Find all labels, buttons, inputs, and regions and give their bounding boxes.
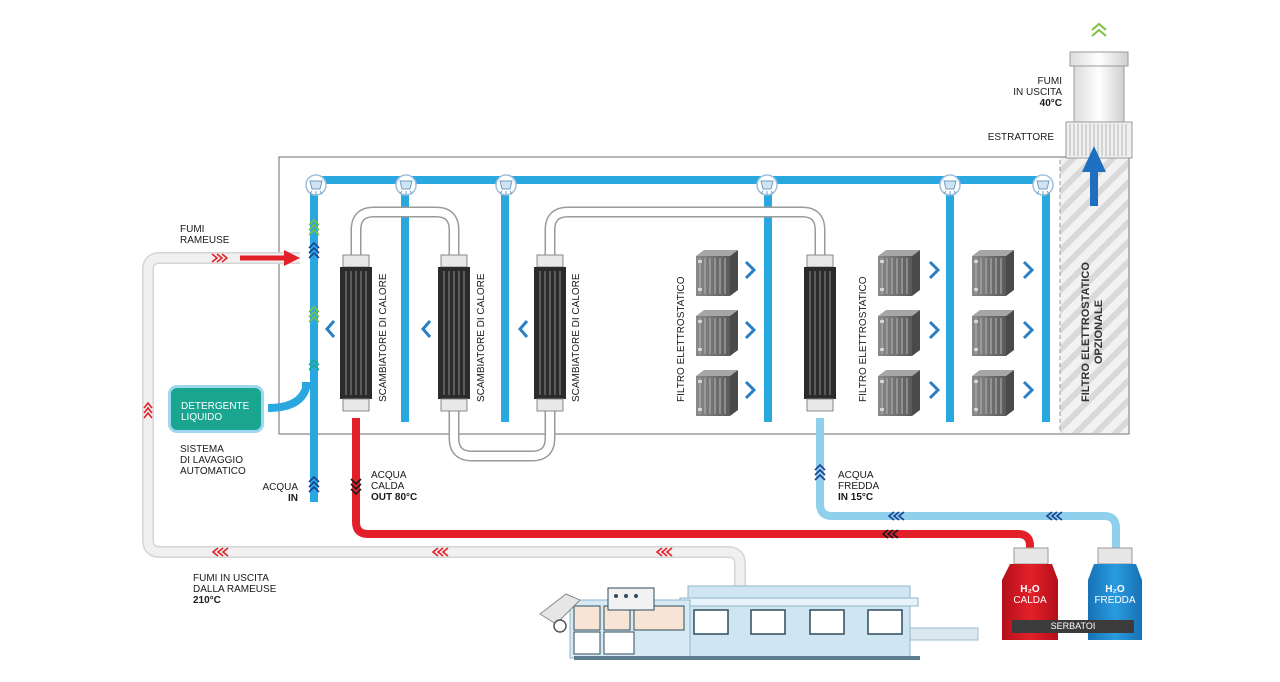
label-sistema-lavaggio: SISTEMA DI LAVAGGIO AUTOMATICO — [180, 444, 246, 477]
spray-nozzle-icon — [939, 174, 961, 196]
label-line-bold: 40°C — [1039, 98, 1062, 109]
label-line: FUMI — [1037, 76, 1062, 87]
label-fumi-uscita: FUMI IN USCITA 40°C — [1000, 76, 1062, 109]
label-line-bold: IN 15°C — [838, 492, 874, 503]
label-scambiatore-2: SCAMBIATORE DI CALORE — [476, 273, 487, 402]
label-line: LIQUIDO — [181, 412, 223, 423]
cold-water-pipe — [816, 418, 1120, 552]
formula-text: H₂O — [1105, 584, 1125, 595]
formula-text: H₂O — [1020, 584, 1040, 595]
label-line: IN USCITA — [1013, 87, 1062, 98]
label-acqua-in: ACQUA IN — [258, 482, 298, 504]
hot-tank-label: H₂O CALDA — [1004, 584, 1056, 606]
label-line: FREDDA — [838, 481, 880, 492]
tank-label-text: FREDDA — [1094, 595, 1136, 606]
spray-nozzle-icon — [756, 174, 778, 196]
label-scambiatore-3: SCAMBIATORE DI CALORE — [571, 273, 582, 402]
stenter-machine — [539, 585, 979, 660]
label-line: SISTEMA — [180, 444, 224, 455]
serbatoi-label: SERBATOI — [1012, 620, 1134, 633]
spray-nozzle-icon — [1032, 174, 1054, 196]
label-filtro-1: FILTRO ELETTROSTATICO — [676, 276, 687, 402]
label-line: RAMEUSE — [180, 235, 230, 246]
label-fumi-uscita-rameuse: FUMI IN USCITA DALLA RAMEUSE 210°C — [193, 573, 276, 606]
label-line: DI LAVAGGIO — [180, 455, 243, 466]
spray-nozzle-icon — [305, 174, 327, 196]
label-line: CALDA — [371, 481, 405, 492]
heat-exchangers — [340, 254, 836, 412]
label-line: FUMI — [180, 224, 205, 235]
water-distribution — [310, 176, 1050, 502]
tank-label-text: CALDA — [1013, 595, 1047, 606]
label-line: DALLA RAMEUSE — [193, 584, 277, 595]
label-line-bold: IN — [288, 493, 298, 504]
label-scambiatore-1: SCAMBIATORE DI CALORE — [378, 273, 389, 402]
label-fumi-rameuse: FUMI RAMEUSE — [180, 224, 229, 246]
cold-tank-label: H₂O FREDDA — [1089, 584, 1141, 606]
label-line: ACQUA — [262, 482, 298, 493]
detergent-tank: DETERGENTE LIQUIDO — [168, 385, 264, 433]
label-line: DETERGENTE — [181, 401, 250, 412]
label-line: ACQUA — [838, 470, 874, 481]
spray-nozzle-icon — [495, 174, 517, 196]
label-line: FILTRO ELETTROSTATICO — [1080, 262, 1092, 402]
label-filtro-2: FILTRO ELETTROSTATICO — [858, 276, 869, 402]
label-acqua-calda: ACQUA CALDA OUT 80°C — [371, 470, 417, 503]
label-acqua-fredda: ACQUA FREDDA IN 15°C — [838, 470, 879, 503]
label-line: AUTOMATICO — [180, 466, 246, 477]
label-filtro-opzionale: FILTRO ELETTROSTATICO OPZIONALE — [1080, 262, 1106, 402]
label-line-bold: 210°C — [193, 595, 221, 606]
label-line: ACQUA — [371, 470, 407, 481]
hot-water-pipe — [352, 418, 1034, 552]
label-line: OPZIONALE — [1093, 299, 1105, 365]
extractor-chimney — [1065, 22, 1133, 159]
label-line-bold: OUT 80°C — [371, 492, 418, 503]
label-line: FUMI IN USCITA — [193, 573, 269, 584]
spray-nozzle-icon — [395, 174, 417, 196]
label-estrattore: ESTRATTORE — [987, 132, 1054, 143]
